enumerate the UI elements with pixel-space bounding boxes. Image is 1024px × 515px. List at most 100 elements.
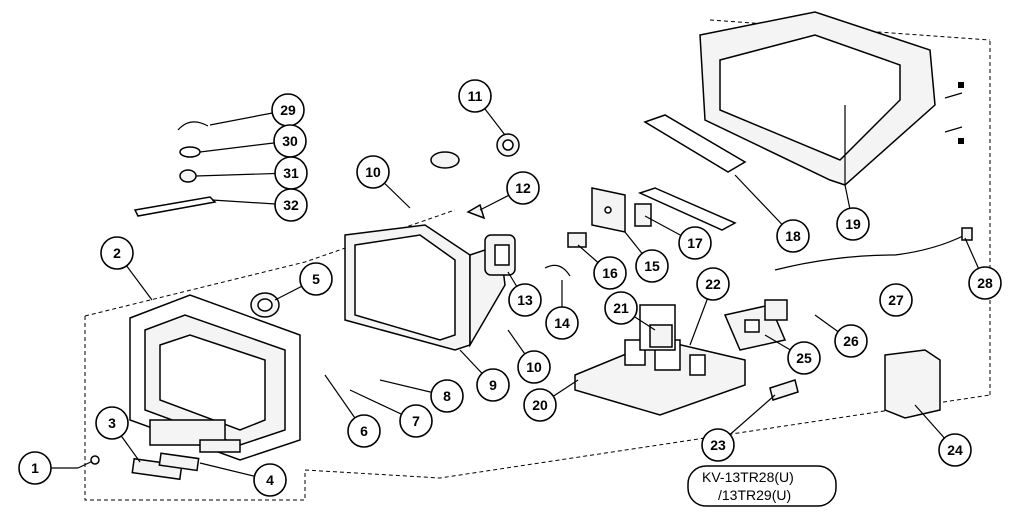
callout-9: 9 [459, 349, 510, 402]
callout-label-22: 22 [705, 276, 721, 292]
callout-label-12: 12 [515, 180, 531, 196]
callout-label-28: 28 [977, 275, 993, 291]
callout-circle-16 [593, 256, 627, 290]
model-line-1: KV-13TR28(U) [702, 469, 794, 485]
flyback-transformer [649, 324, 673, 348]
callout-label-27: 27 [888, 292, 904, 308]
rear-cabinet [699, 11, 936, 186]
callout-label-23: 23 [710, 437, 726, 453]
cap-30 [179, 146, 201, 158]
callout-label-21: 21 [613, 300, 629, 316]
model-label: KV-13TR28(U) /13TR29(U) [687, 465, 837, 507]
callout-label-24: 24 [947, 442, 963, 458]
callout-circle-8 [430, 379, 464, 413]
callout-label-31: 31 [283, 165, 299, 181]
callout-label-11: 11 [468, 88, 483, 104]
callout-18: 18 [734, 174, 810, 253]
callout-label-14: 14 [554, 315, 570, 331]
callout-label-7: 7 [412, 413, 420, 429]
callout-circle-2 [100, 236, 134, 270]
callout-30: 30 [199, 124, 307, 158]
callout-label-16: 16 [602, 265, 618, 281]
callout-circle-28 [968, 266, 1002, 300]
callout-32: 32 [211, 188, 308, 222]
callout-27: 27 [879, 283, 913, 317]
callout-circle-22 [696, 267, 730, 301]
callout-5: 5 [274, 262, 333, 301]
callout-28: 28 [964, 237, 1002, 300]
callout-circle-9 [476, 368, 510, 402]
callout-circle-11 [458, 79, 492, 113]
callout-19: 19 [836, 184, 870, 241]
callout-circle-27 [879, 283, 913, 317]
callout-26: 26 [814, 314, 868, 358]
control-door [131, 452, 200, 481]
main-board [574, 304, 746, 416]
deflection-yoke [484, 234, 516, 276]
callout-4: 4 [199, 462, 287, 497]
callout-21: 21 [604, 291, 656, 331]
callout-label-1: 1 [31, 460, 39, 476]
cable-29 [177, 121, 209, 131]
callout-circle-13 [508, 283, 542, 317]
callout-label-26: 26 [843, 333, 859, 349]
callout-label-6: 6 [360, 423, 368, 439]
callout-label-30: 30 [282, 133, 298, 149]
callout-label-13: 13 [517, 292, 533, 308]
callout-7: 7 [349, 389, 433, 438]
callout-circle-10b [517, 350, 551, 384]
callout-label-3: 3 [108, 415, 116, 431]
callout-label-19: 19 [845, 216, 861, 232]
callout-circle-5 [299, 262, 333, 296]
holder-31 [179, 169, 197, 183]
callout-25: 25 [764, 334, 821, 375]
speaker [250, 292, 280, 318]
callout-circle-3 [95, 406, 129, 440]
rear-panel [884, 349, 941, 419]
front-cabinet [129, 294, 301, 461]
callout-24: 24 [914, 404, 972, 467]
callout-circle-1 [18, 451, 52, 485]
callout-29: 29 [209, 93, 305, 127]
callout-circle-7 [399, 404, 433, 438]
callout-label-8: 8 [443, 388, 451, 404]
callout-label-20: 20 [532, 397, 548, 413]
callout-11: 11 [458, 79, 506, 136]
callout-circle-15 [635, 249, 669, 283]
callout-circle-23 [701, 428, 735, 462]
callout-circle-19 [836, 207, 870, 241]
callout-1: 1 [18, 451, 78, 485]
callout-3: 3 [95, 406, 141, 463]
callout-label-32: 32 [283, 197, 299, 213]
degaussing-coil-right [637, 187, 737, 231]
callout-label-9: 9 [489, 377, 497, 393]
callout-label-18: 18 [785, 228, 801, 244]
board-bracket [769, 379, 799, 401]
callout-10a: 10 [356, 155, 411, 209]
callout-15: 15 [624, 231, 669, 283]
callout-circle-25 [787, 341, 821, 375]
callout-22: 22 [689, 267, 730, 346]
callout-12: 12 [479, 171, 540, 211]
callout-2: 2 [100, 236, 153, 301]
model-line-2: /13TR29(U) [718, 487, 791, 503]
callout-label-29: 29 [280, 102, 296, 118]
neck-assembly [496, 133, 520, 157]
callout-14: 14 [545, 280, 579, 340]
callout-20: 20 [523, 379, 579, 422]
callout-31: 31 [195, 156, 308, 190]
callout-23: 23 [701, 394, 776, 462]
callout-circle-17 [678, 226, 712, 260]
bracket-16 [567, 232, 587, 248]
jack-board [723, 299, 788, 351]
callout-label-17: 17 [687, 235, 703, 251]
shield-plate [591, 187, 626, 233]
strap-32 [133, 196, 217, 217]
callout-circle-20 [523, 388, 557, 422]
callout-label-15: 15 [644, 258, 660, 274]
callout-label-25: 25 [796, 350, 812, 366]
callout-6: 6 [324, 374, 381, 448]
screw-1 [77, 455, 100, 469]
